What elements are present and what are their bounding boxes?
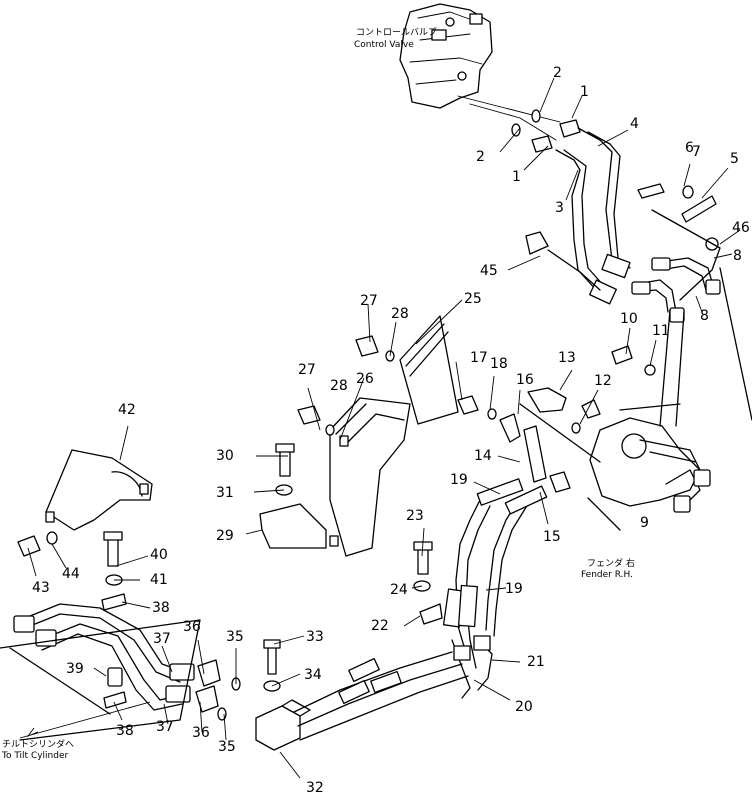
callout-18: 18 [490, 356, 508, 372]
clamp-5 [681, 195, 717, 223]
callout-37a: 37 [153, 631, 171, 647]
callout-4: 4 [630, 116, 639, 132]
callout-33: 33 [306, 629, 324, 645]
callout-28b: 28 [330, 378, 348, 394]
callout-23: 23 [406, 508, 424, 524]
callout-31: 31 [216, 485, 234, 501]
fender-rh [499, 267, 752, 531]
callout-numbers: 2 1 2 1 3 4 6 7 5 46 8 8 45 10 11 12 13 … [32, 65, 750, 793]
callout-34: 34 [304, 667, 322, 683]
callout-13: 13 [558, 350, 576, 366]
bracket-29 [259, 443, 327, 549]
callout-12: 12 [594, 373, 612, 389]
left-hose-group [0, 531, 241, 741]
callout-17: 17 [470, 350, 488, 366]
callout-24: 24 [390, 582, 408, 598]
control-valve-en-caption: Control Valve [354, 40, 414, 50]
tilt-cyl-jp-caption: チルトシリンダへ [2, 738, 74, 750]
callout-35a: 35 [226, 629, 244, 645]
tilt-hose-group [413, 478, 548, 699]
callout-25: 25 [464, 291, 482, 307]
callout-3: 3 [555, 200, 564, 216]
callout-6: 6 [685, 140, 694, 156]
callout-35b: 35 [218, 739, 236, 755]
callout-22: 22 [371, 618, 389, 634]
o-ring-2b [511, 123, 521, 137]
tilt-arrow [19, 701, 151, 739]
callout-7: 7 [692, 144, 701, 160]
callout-19a: 19 [450, 472, 468, 488]
cover-42 [17, 449, 153, 557]
callout-5: 5 [730, 151, 739, 167]
callout-42: 42 [118, 402, 136, 418]
callout-20: 20 [515, 699, 533, 715]
callout-2a: 2 [553, 65, 562, 81]
callout-11: 11 [652, 323, 670, 339]
bolt-6 [637, 183, 665, 199]
callout-38b: 38 [116, 723, 134, 739]
callout-44: 44 [62, 566, 80, 582]
callout-14: 14 [474, 448, 492, 464]
fender-jp-caption: フェンダ 右 [587, 557, 635, 569]
callout-29: 29 [216, 528, 234, 544]
callout-21: 21 [527, 654, 545, 670]
callout-16: 16 [516, 372, 534, 388]
tilt-cyl-en-caption: To Tilt Cylinder [1, 751, 69, 761]
callout-2b: 2 [476, 149, 485, 165]
callout-1b: 1 [512, 169, 521, 185]
callout-26: 26 [356, 371, 374, 387]
callout-8a: 8 [733, 248, 742, 264]
manifold-block [255, 639, 469, 751]
elbow-1a [559, 119, 581, 138]
elbow-1b [531, 135, 553, 153]
callout-38a: 38 [152, 600, 170, 616]
callout-45: 45 [480, 263, 498, 279]
callout-41: 41 [150, 572, 168, 588]
callout-46: 46 [732, 220, 750, 236]
callout-36b: 36 [192, 725, 210, 741]
guard-plates [297, 315, 497, 557]
callout-28a: 28 [391, 306, 409, 322]
callout-39: 39 [66, 661, 84, 677]
callout-30: 30 [216, 448, 234, 464]
callout-19b: 19 [505, 581, 523, 597]
callout-27b: 27 [298, 362, 316, 378]
fender-en-caption: Fender R.H. [581, 570, 633, 580]
leader-lines [27, 77, 741, 779]
callout-32: 32 [306, 780, 324, 793]
callout-10: 10 [620, 311, 638, 327]
callout-40: 40 [150, 547, 168, 563]
callout-36a: 36 [183, 619, 201, 635]
callout-9: 9 [640, 515, 649, 531]
control-valve [399, 3, 561, 141]
callout-8b: 8 [700, 308, 709, 324]
callout-15: 15 [543, 529, 561, 545]
callout-43: 43 [32, 580, 50, 596]
callout-1a: 1 [580, 84, 589, 100]
callout-37b: 37 [156, 719, 174, 735]
callout-27a: 27 [360, 293, 378, 309]
o-ring-2a [531, 109, 541, 123]
washer-7 [682, 185, 694, 199]
control-valve-jp-caption: コントロールバルブ [356, 26, 437, 38]
